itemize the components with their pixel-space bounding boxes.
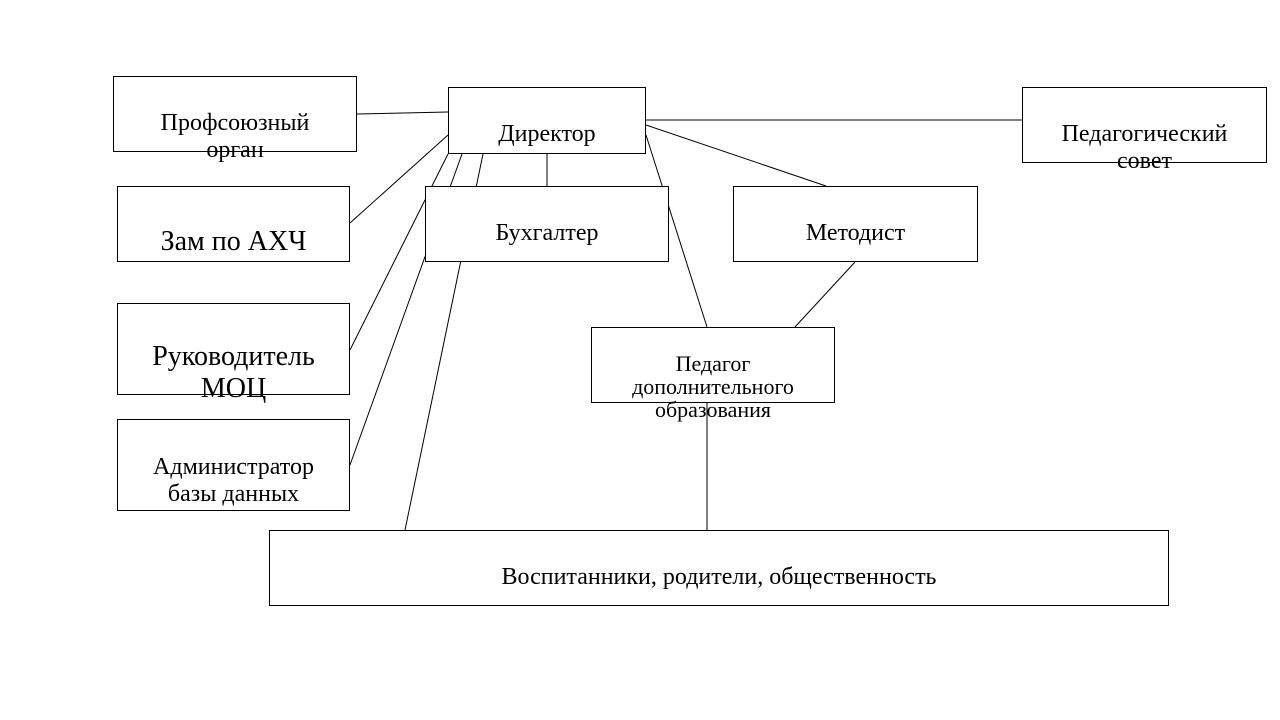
node-profsoyuz: Профсоюзный орган — [113, 76, 357, 163]
node-profsoyuz-label: Профсоюзный орган — [160, 109, 310, 163]
node-pedsovet: Педагогический совет — [1022, 87, 1267, 174]
connector-metodist-pedagog — [794, 261, 856, 328]
node-director: Директор — [448, 87, 646, 154]
node-metodist-label: Методист — [805, 219, 906, 246]
node-pedsovet-label: Педагогический совет — [1061, 120, 1228, 174]
node-vospitanniki-label: Воспитанники, родители, общественность — [501, 563, 937, 590]
node-buhgalter: Бухгалтер — [425, 186, 669, 262]
node-buhgalter-label: Бухгалтер — [495, 219, 599, 246]
node-pedagog-do: Педагог дополнительного образования — [591, 327, 835, 421]
node-admin-bd-label: Администратор базы данных — [153, 453, 314, 507]
node-rukovoditel-moc-label: Руководитель МОЦ — [152, 341, 315, 404]
connector-director-profsoyuz — [356, 111, 449, 115]
node-rukovoditel-moc: Руководитель МОЦ — [117, 303, 350, 404]
node-metodist: Методист — [733, 186, 978, 262]
node-vospitanniki: Воспитанники, родители, общественность — [269, 530, 1169, 606]
node-pedagog-do-label: Педагог дополнительного образования — [632, 351, 794, 423]
connector-director-metodist — [645, 124, 827, 187]
node-zam-ahch-label: Зам по АХЧ — [160, 226, 307, 258]
connector-director-zam — [349, 134, 449, 224]
node-director-label: Директор — [498, 120, 596, 147]
connector-director-pedagog — [645, 134, 708, 328]
node-admin-bd: Администратор базы данных — [117, 419, 350, 511]
node-zam-ahch: Зам по АХЧ — [117, 186, 350, 262]
